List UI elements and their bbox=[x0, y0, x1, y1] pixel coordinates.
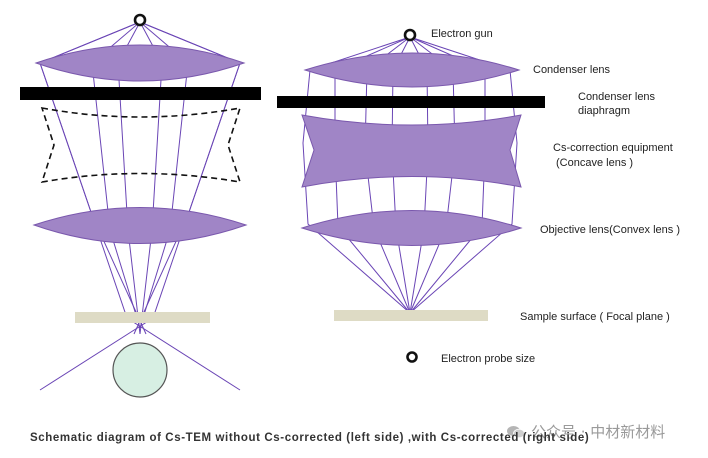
label-condenser-diaphragm-line2: diaphragm bbox=[578, 105, 630, 117]
label-electron-probe-size: Electron probe size bbox=[441, 353, 535, 365]
figure-caption: Schematic diagram of Cs-TEM without Cs-c… bbox=[30, 432, 590, 444]
watermark: 公众号 · 中材新材料 bbox=[506, 421, 665, 442]
left-electron-gun-icon bbox=[133, 13, 147, 27]
right-electron-gun-icon bbox=[403, 28, 417, 42]
label-objective-lens: Objective lens(Convex lens ) bbox=[540, 224, 680, 236]
right-condenser-lens bbox=[303, 52, 521, 88]
label-electron-gun: Electron gun bbox=[431, 28, 493, 40]
wechat-icon bbox=[507, 425, 525, 438]
right-condenser-diaphragm bbox=[277, 96, 545, 108]
left-condenser-diaphragm bbox=[20, 87, 261, 100]
left-rays bbox=[39, 21, 241, 391]
right-sample-surface bbox=[334, 310, 488, 321]
probe-size-dot-icon bbox=[406, 351, 418, 363]
left-objective-lens bbox=[32, 207, 248, 244]
label-cs-correction-line1: Cs-correction equipment bbox=[553, 142, 673, 154]
label-cs-correction-line2: (Concave lens ) bbox=[556, 157, 633, 169]
right-objective-lens bbox=[300, 210, 523, 246]
label-sample-surface: Sample surface ( Focal plane ) bbox=[520, 311, 670, 323]
left-condenser-lens bbox=[34, 44, 246, 82]
label-condenser-lens: Condenser lens bbox=[533, 64, 611, 76]
right-cs-corrector-concave-lens bbox=[301, 114, 522, 188]
label-condenser-diaphragm-line1: Condenser lens bbox=[578, 91, 656, 103]
watermark-text: 公众号 · 中材新材料 bbox=[531, 423, 666, 441]
left-probe-size-circle bbox=[112, 342, 168, 398]
left-virtual-concave-lens bbox=[40, 106, 242, 184]
left-sample-surface bbox=[75, 312, 210, 323]
